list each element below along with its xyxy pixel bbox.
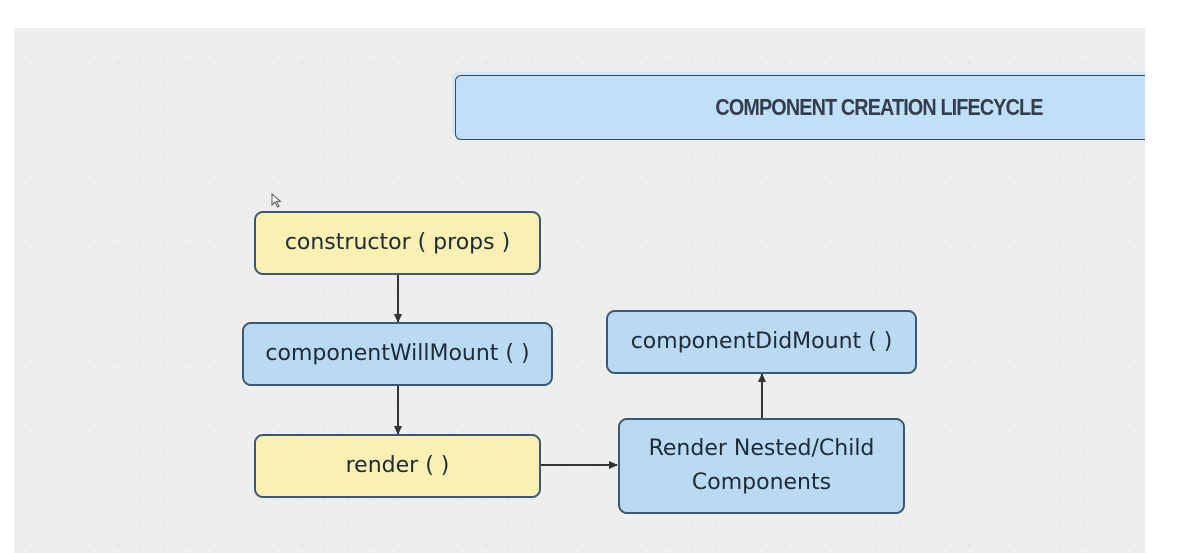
node-constructor-label: constructor ( props ) [284, 230, 511, 255]
node-render: render ( ) [254, 434, 541, 498]
node-component-will-mount: componentWillMount ( ) [242, 322, 553, 386]
node-component-will-mount-label: componentWillMount ( ) [265, 341, 530, 366]
connector-layer [394, 275, 766, 469]
node-component-did-mount-label: componentDidMount ( ) [630, 329, 893, 354]
node-constructor: constructor ( props ) [254, 211, 541, 275]
node-render-nested-child-components: Render Nested/Child Components [618, 418, 905, 514]
node-render-nested-child-components-label: Render Nested/Child Components [648, 436, 875, 495]
title-banner: COMPONENT CREATION LIFECYCLE [455, 75, 1145, 140]
diagram-title: COMPONENT CREATION LIFECYCLE [715, 94, 1043, 120]
diagram-canvas: COMPONENT CREATION LIFECYCLE constructor… [14, 28, 1145, 553]
node-component-did-mount: componentDidMount ( ) [606, 310, 917, 374]
mouse-cursor-icon [271, 193, 282, 208]
node-render-label: render ( ) [345, 453, 450, 478]
